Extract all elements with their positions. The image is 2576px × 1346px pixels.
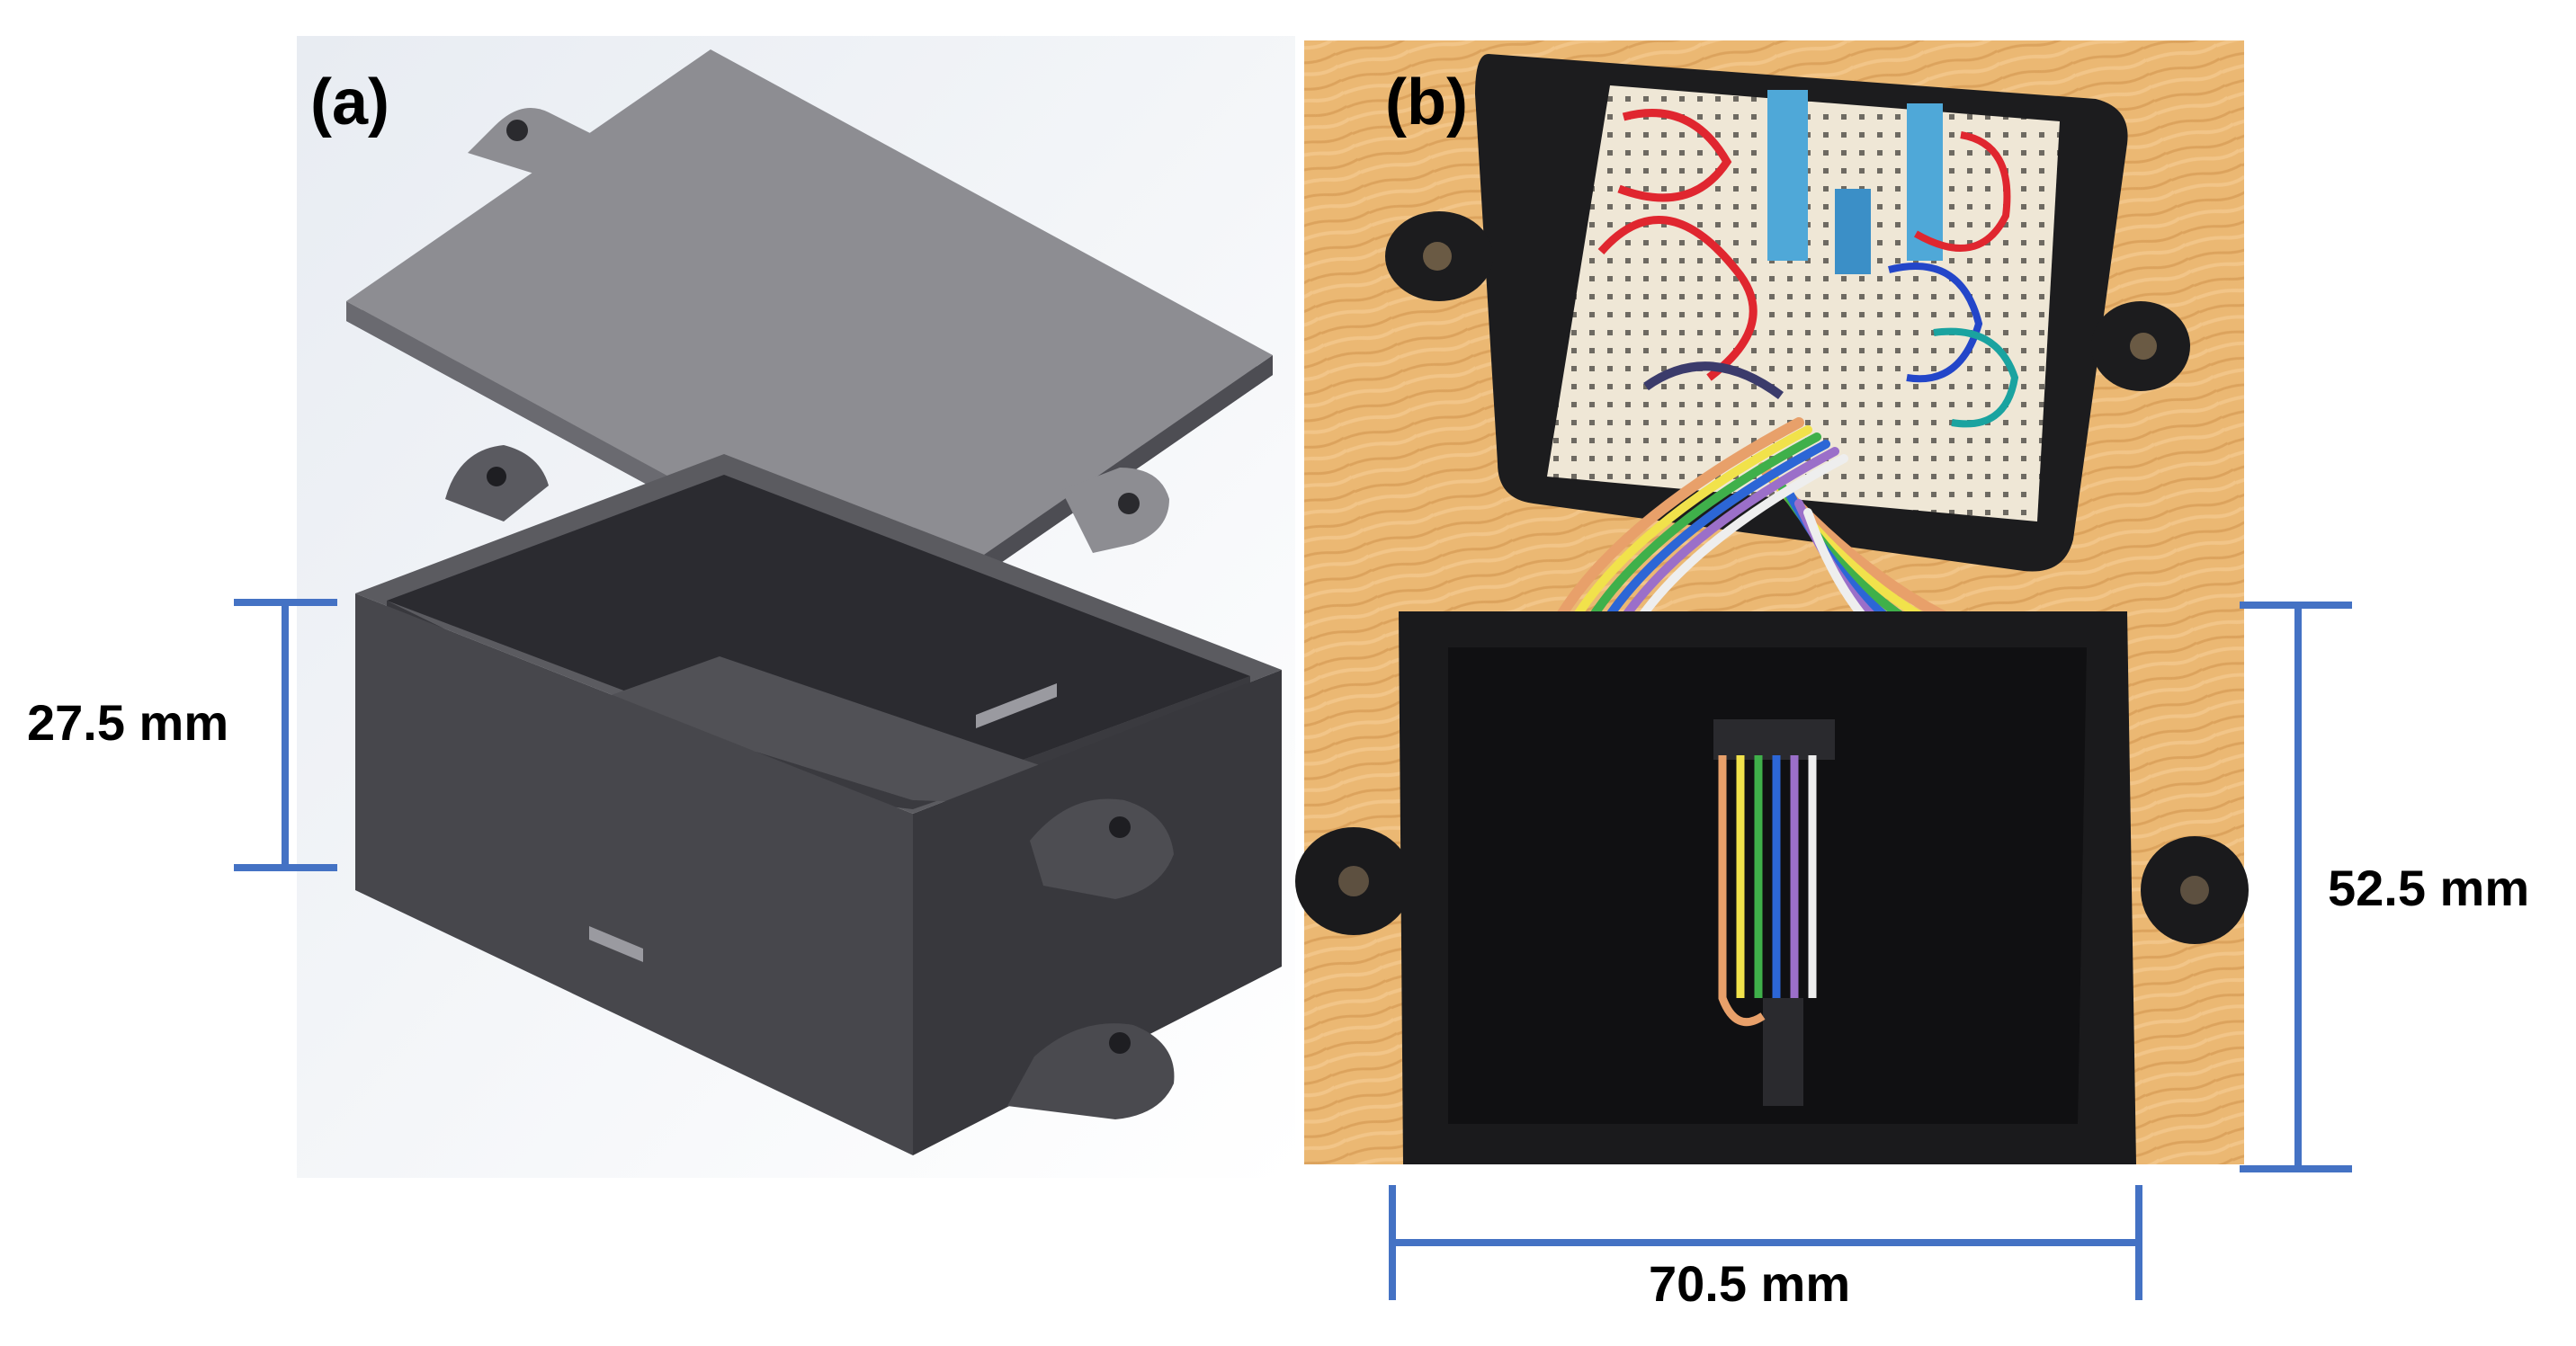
base-screw-hole [1109, 816, 1131, 838]
panel-label-b: (b) [1385, 67, 1468, 138]
lid-screw-hole [506, 120, 528, 141]
panel-b-photo [1295, 40, 2249, 1164]
cable-slot [589, 926, 643, 962]
dimension-line-height-right [2240, 602, 2352, 1172]
enclosure-base-photo [1295, 611, 2249, 1164]
enclosure-lid [346, 49, 1273, 627]
dimension-lines [234, 599, 2352, 1300]
lid-screw-hole [1118, 493, 1140, 514]
dimension-line-height-left [234, 599, 337, 871]
base-screw-hole [1109, 1032, 1131, 1054]
dimension-label-width-bottom: 70.5 mm [1649, 1255, 1851, 1312]
panel-a-cad-model [297, 36, 1295, 1178]
pin-header [1763, 998, 1803, 1106]
dimension-line-width-bottom [1389, 1185, 2142, 1300]
potentiometer [1767, 90, 1808, 261]
panel-label-a: (a) [310, 67, 389, 138]
cable-slot [976, 683, 1057, 728]
base-screw-hole [487, 467, 506, 486]
dimension-label-height-right: 52.5 mm [2328, 860, 2530, 916]
potentiometer [1907, 103, 1943, 261]
enclosure-base [355, 445, 1282, 1155]
enclosure-with-breadboard [1385, 54, 2190, 572]
dimension-label-height-left: 27.5 mm [27, 694, 229, 751]
